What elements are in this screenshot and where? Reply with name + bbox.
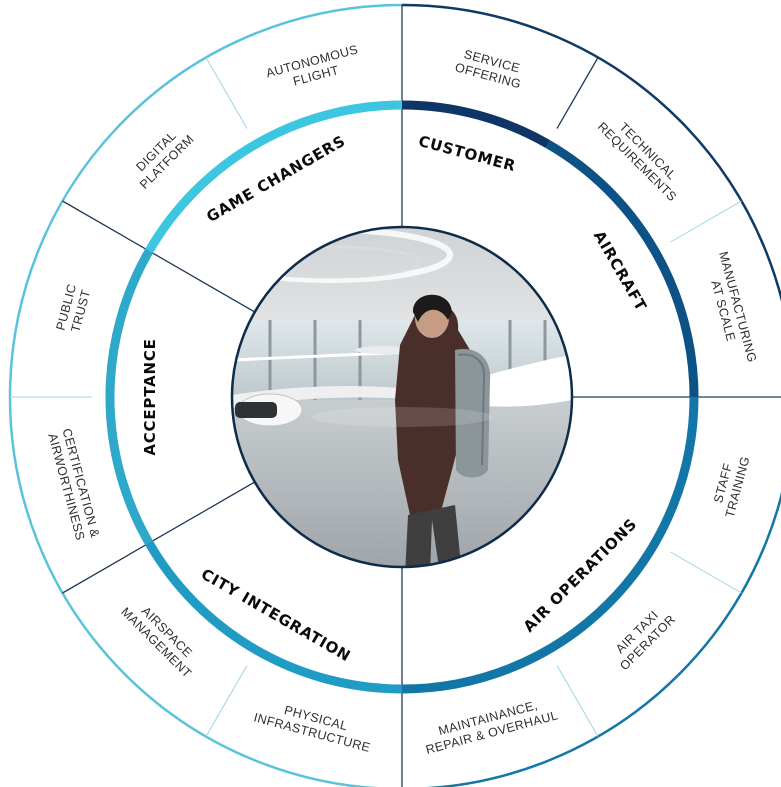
category-label-customer: CUSTOMER bbox=[417, 132, 518, 175]
ring-arc-aircraft bbox=[545, 140, 699, 398]
category-label-acceptance: ACCEPTANCE bbox=[141, 338, 159, 455]
outer-ring-lower-right-arc bbox=[424, 492, 781, 787]
divider-line-6 bbox=[556, 665, 599, 737]
category-label-aircraft: AIRCRAFT bbox=[590, 228, 650, 315]
ring-arc-game-changers bbox=[145, 100, 403, 254]
ring-arc-acceptance bbox=[105, 248, 153, 546]
ring-arc-city-integration bbox=[145, 540, 403, 694]
segment-label-maintenance: MAINTAINANCE,REPAIR & OVERHAUL bbox=[424, 698, 559, 757]
category-label-game-changers: GAME CHANGERS bbox=[203, 132, 348, 226]
divider-line-5 bbox=[670, 551, 742, 594]
segment-dividers bbox=[10, 5, 781, 787]
divider-line-12 bbox=[205, 57, 248, 129]
divider-line-11 bbox=[62, 200, 256, 313]
divider-line-3 bbox=[670, 200, 742, 243]
outer-ring-upper-right-arc bbox=[401, 3, 781, 302]
center-photo bbox=[230, 225, 574, 569]
category-ring bbox=[105, 100, 699, 694]
divider-line-8 bbox=[205, 665, 248, 737]
ring-arc-air-operations bbox=[401, 396, 699, 694]
category-label-city-integration: CITY INTEGRATION bbox=[198, 565, 354, 665]
divider-line-9 bbox=[62, 481, 256, 594]
ring-arc-customer bbox=[401, 100, 551, 148]
divider-line-2 bbox=[556, 57, 599, 129]
category-label-air-operations: AIR OPERATIONS bbox=[520, 515, 641, 636]
segment-label-certification: CERTIFICATION &AIRWORTHINESS bbox=[45, 427, 102, 542]
